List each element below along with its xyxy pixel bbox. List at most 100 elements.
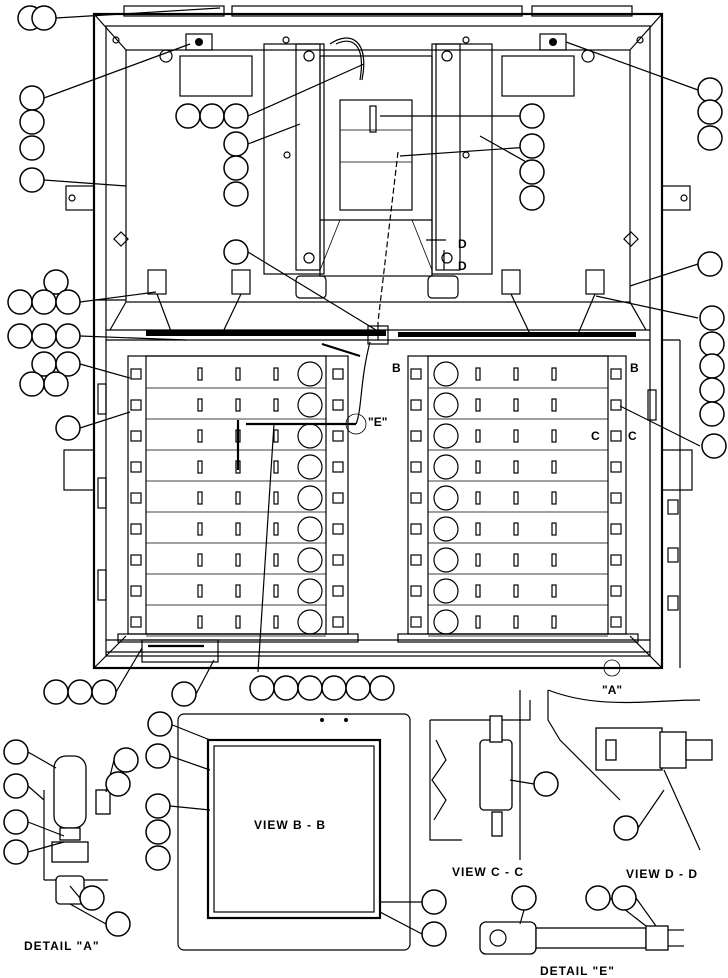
section-mark-d-top: D — [458, 237, 467, 251]
right-cell-row — [410, 454, 622, 482]
callout-balloon — [697, 77, 723, 103]
leader-line — [169, 755, 211, 771]
right-cell-row — [410, 423, 622, 451]
callout-balloon — [105, 771, 131, 797]
callout-balloon — [3, 739, 29, 765]
callout-balloon — [3, 809, 29, 835]
callout-balloon — [699, 305, 725, 331]
left-cell-row — [130, 578, 344, 606]
detail-a-bracket — [141, 639, 219, 663]
left-cell-row — [130, 361, 344, 389]
detail-e-circle — [345, 413, 367, 435]
leader-line — [115, 647, 143, 693]
callout-balloon — [369, 675, 395, 701]
leader-line — [43, 179, 127, 187]
callout-balloon — [31, 323, 57, 349]
callout-balloon — [613, 815, 639, 841]
callout-balloon — [699, 377, 725, 403]
leader-line — [635, 897, 657, 927]
upper-module — [112, 33, 644, 358]
callout-balloon — [519, 185, 545, 211]
callout-balloon — [145, 793, 171, 819]
view-bb-title: VIEW B - B — [254, 818, 326, 832]
detail-a-callout: "A" — [602, 683, 622, 697]
leader-line — [69, 903, 107, 925]
detail-e: DETAIL "E" — [479, 921, 684, 978]
callout-balloon — [145, 819, 171, 845]
leader-line — [55, 7, 221, 19]
leader-line — [619, 405, 701, 447]
callout-balloon — [147, 711, 173, 737]
callout-balloon — [533, 771, 559, 797]
leader-line — [637, 789, 665, 829]
callout-balloon — [43, 371, 69, 397]
callout-balloon — [519, 103, 545, 129]
right-cell-row — [410, 578, 622, 606]
callout-balloon — [171, 681, 197, 707]
callout-balloon — [223, 239, 249, 265]
leader-lines — [27, 7, 701, 935]
callout-balloon — [43, 269, 69, 295]
callout-balloon — [519, 159, 545, 185]
leader-line — [69, 885, 81, 899]
leader-line — [629, 263, 699, 287]
left-battery-stack — [117, 355, 359, 643]
callout-balloon — [19, 371, 45, 397]
callout-balloon — [31, 289, 57, 315]
callout-balloon — [19, 167, 45, 193]
right-battery-stack — [397, 355, 639, 643]
callout-balloon — [145, 845, 171, 871]
right-cell-row — [410, 392, 622, 420]
view-cc-title: VIEW C - C — [452, 865, 524, 879]
callout-balloon — [345, 675, 371, 701]
left-cell-row — [130, 485, 344, 513]
view-bb: VIEW B - B — [177, 713, 411, 951]
left-cell-row — [130, 547, 344, 575]
leader-line — [27, 821, 65, 837]
callout-balloon — [273, 675, 299, 701]
callout-balloon — [91, 679, 117, 705]
leader-line — [169, 723, 211, 741]
callout-balloon — [31, 5, 57, 31]
callout-balloon — [175, 103, 201, 129]
left-cell-row — [130, 516, 344, 544]
section-mark-b-right: B — [630, 361, 639, 375]
callout-balloon — [421, 921, 447, 947]
callout-balloon — [7, 323, 33, 349]
callout-balloon — [223, 181, 249, 207]
callout-balloon — [55, 289, 81, 315]
callout-balloon — [43, 679, 69, 705]
callout-balloon — [699, 401, 725, 427]
callout-balloons — [3, 5, 727, 947]
callout-balloon — [113, 747, 139, 773]
left-cell-row — [130, 454, 344, 482]
callout-balloon — [223, 131, 249, 157]
leader-line — [519, 909, 525, 925]
callout-balloon — [701, 433, 727, 459]
leader-line — [565, 41, 699, 91]
callout-balloon — [697, 125, 723, 151]
callout-balloon — [145, 743, 171, 769]
callout-balloon — [697, 251, 723, 277]
leader-line — [79, 411, 131, 429]
right-cell-row — [410, 547, 622, 575]
callout-balloon — [249, 675, 275, 701]
callout-balloon — [19, 109, 45, 135]
callout-balloon — [585, 885, 611, 911]
right-cell-row — [410, 361, 622, 389]
section-mark-c-right: C — [628, 429, 637, 443]
callout-balloon — [699, 331, 725, 357]
leader-line — [43, 43, 191, 99]
callout-balloon — [223, 103, 249, 129]
leader-line — [27, 841, 65, 853]
leader-line — [79, 291, 157, 303]
detail-e-title: DETAIL "E" — [540, 964, 615, 978]
left-cell-row — [130, 392, 344, 420]
callout-balloon — [297, 675, 323, 701]
callout-balloon — [3, 839, 29, 865]
view-dd: VIEW D - D — [547, 689, 713, 881]
callout-balloon — [55, 415, 81, 441]
view-cc: VIEW C - C — [429, 690, 531, 879]
leader-line — [169, 805, 211, 811]
callout-balloon — [79, 885, 105, 911]
